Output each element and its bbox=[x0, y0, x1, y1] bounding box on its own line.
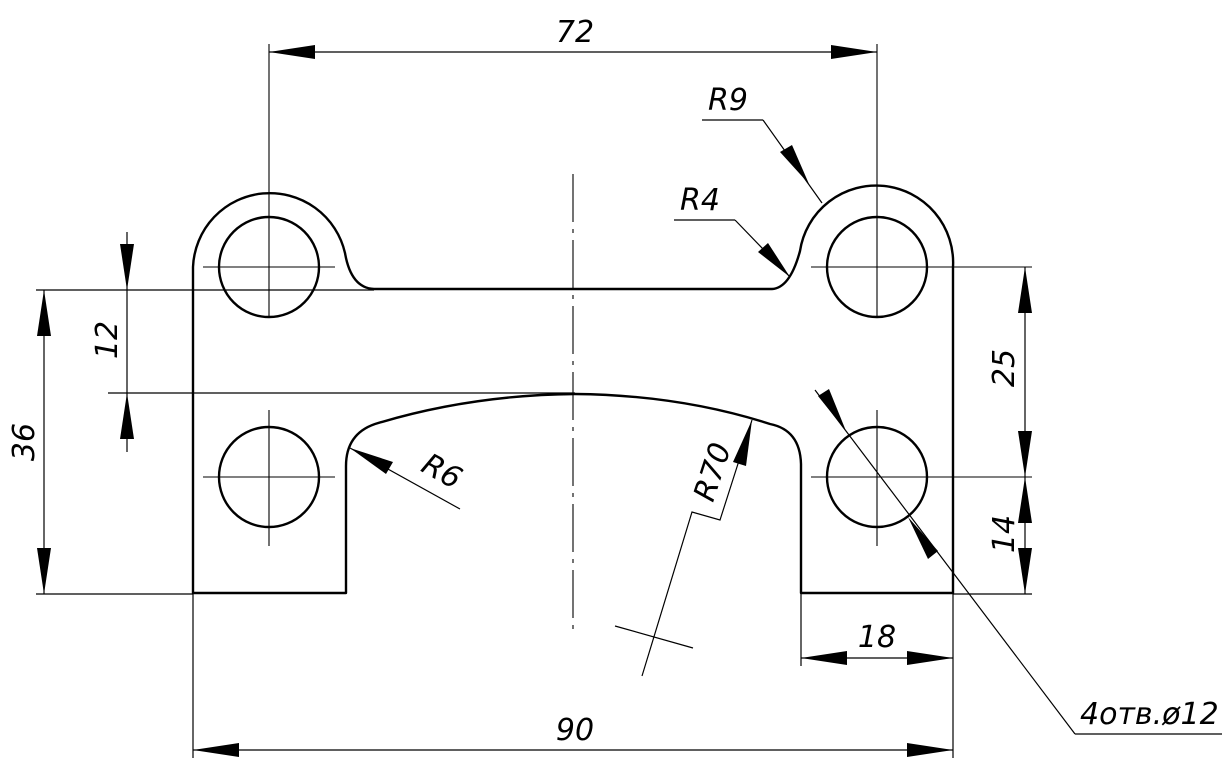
extension-lines bbox=[36, 289, 1032, 758]
dim-12: 12 bbox=[90, 232, 134, 452]
dim-36-label: 36 bbox=[7, 423, 42, 461]
dim-72: 72 bbox=[269, 15, 877, 59]
leader-r70: R70 bbox=[614, 419, 753, 677]
dim-14: 14 bbox=[987, 477, 1032, 594]
leader-holes: 4отв.ø12 bbox=[814, 389, 1222, 735]
leader-r4: R4 bbox=[674, 183, 791, 278]
radius-r9-label: R9 bbox=[708, 83, 748, 118]
leader-r6: R6 bbox=[349, 447, 468, 510]
dim-12-label: 12 bbox=[90, 321, 125, 359]
dim-36: 36 bbox=[7, 290, 51, 594]
radius-r70-label: R70 bbox=[687, 439, 739, 506]
radius-r4-label: R4 bbox=[680, 183, 720, 218]
dim-25-label: 25 bbox=[987, 349, 1022, 387]
dim-90-label: 90 bbox=[556, 713, 594, 748]
dim-72-label: 72 bbox=[556, 15, 594, 50]
part-outline bbox=[191, 184, 955, 595]
dim-25: 25 bbox=[987, 267, 1032, 477]
leader-r9: R9 bbox=[702, 83, 823, 204]
dim-90: 90 bbox=[193, 713, 953, 757]
holes-note-label: 4отв.ø12 bbox=[1080, 697, 1219, 732]
hole-centerlines bbox=[203, 44, 1032, 546]
dim-14-label: 14 bbox=[987, 515, 1022, 553]
dim-18: 18 bbox=[801, 620, 953, 665]
dim-18-label: 18 bbox=[858, 620, 896, 655]
